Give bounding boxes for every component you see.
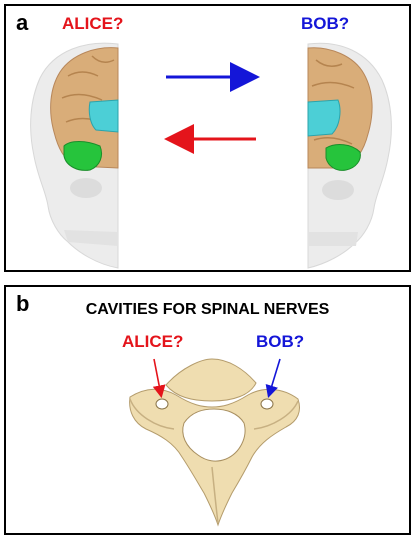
- panel-a: a ALICE? BOB?: [4, 4, 411, 272]
- panel-b-title: CAVITIES FOR SPINAL NERVES: [85, 301, 330, 318]
- arrow-alice-cavity: [152, 358, 166, 399]
- right-foramen: [260, 398, 274, 410]
- bob-label-b: BOB?: [256, 332, 305, 351]
- bob-label-a: BOB?: [301, 14, 350, 33]
- vertebra: [129, 358, 300, 527]
- left-half-skull: [30, 42, 119, 269]
- panel-b-letter: b: [16, 291, 30, 316]
- alice-label-a: ALICE?: [62, 14, 124, 33]
- right-half-skull: [307, 42, 392, 269]
- panel-a-letter: a: [16, 10, 29, 35]
- arrow-bob-cavity: [265, 358, 281, 399]
- panel-b: b CAVITIES FOR SPINAL NERVES ALICE? BOB?: [4, 285, 411, 535]
- alice-label-b: ALICE?: [122, 332, 184, 351]
- left-foramen: [155, 398, 169, 410]
- brain-comparison-illustration: [30, 42, 392, 269]
- vertebra-illustration: [129, 358, 300, 527]
